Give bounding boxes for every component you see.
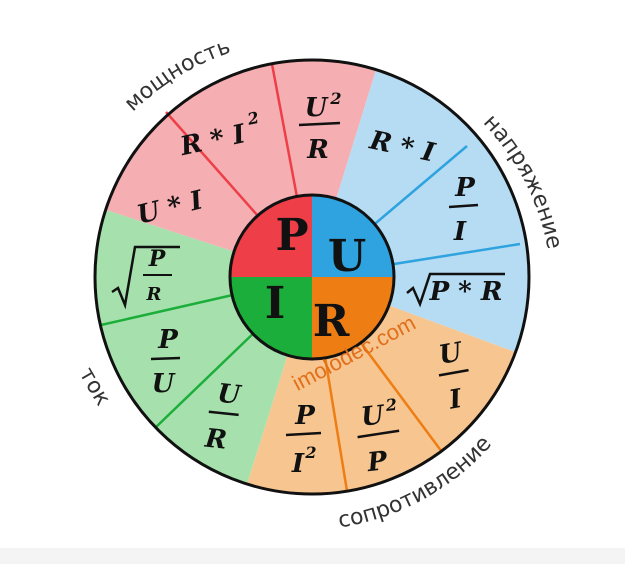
bottom-strip bbox=[0, 548, 625, 564]
svg-text:I: I bbox=[291, 449, 305, 479]
center-circle bbox=[228, 193, 396, 361]
center-u-sector bbox=[312, 195, 394, 277]
center-letter-u: U bbox=[328, 231, 366, 282]
svg-text:U: U bbox=[216, 379, 243, 411]
center-letter-r: R bbox=[313, 296, 350, 347]
formula-p-over-i-squared: P I 2 bbox=[285, 401, 322, 479]
label-current: ток bbox=[74, 363, 115, 410]
svg-text:P: P bbox=[148, 246, 167, 272]
formula-u-squared-over-r: U 2 R bbox=[298, 89, 342, 165]
formula-p-over-i: P I bbox=[448, 173, 479, 247]
svg-text:R: R bbox=[306, 135, 329, 165]
center-letter-p: P bbox=[275, 210, 308, 261]
svg-text:P: P bbox=[454, 173, 476, 203]
svg-text:2: 2 bbox=[304, 443, 316, 462]
svg-text:I: I bbox=[453, 217, 467, 247]
formula-u-squared-over-p: U 2 P bbox=[357, 395, 400, 478]
svg-text:P: P bbox=[365, 446, 390, 478]
svg-text:2: 2 bbox=[245, 108, 261, 129]
formula-u-over-r: U R bbox=[203, 379, 243, 456]
center-p-sector bbox=[230, 195, 312, 277]
svg-text:U: U bbox=[152, 369, 176, 399]
svg-text:I: I bbox=[446, 384, 465, 416]
formula-sqrt-p-over-r: P R bbox=[111, 245, 180, 310]
center-i-sector bbox=[230, 277, 312, 359]
formula-sqrt-p-times-r: P * R bbox=[406, 272, 505, 308]
svg-text:U: U bbox=[305, 93, 329, 123]
svg-text:2: 2 bbox=[384, 395, 398, 415]
formula-u-over-i: U I bbox=[437, 337, 469, 416]
svg-text:R: R bbox=[146, 284, 162, 305]
svg-text:U: U bbox=[360, 400, 387, 432]
formula-p-over-u: P U bbox=[150, 325, 181, 399]
center-letter-i: I bbox=[265, 278, 286, 329]
svg-text:R: R bbox=[203, 424, 229, 456]
outer-ring bbox=[93, 58, 531, 496]
svg-text:P: P bbox=[157, 325, 179, 355]
svg-text:2: 2 bbox=[329, 89, 341, 108]
svg-text:P: P bbox=[294, 401, 316, 431]
svg-text:P * R: P * R bbox=[429, 277, 503, 307]
center-r-sector bbox=[312, 277, 394, 359]
